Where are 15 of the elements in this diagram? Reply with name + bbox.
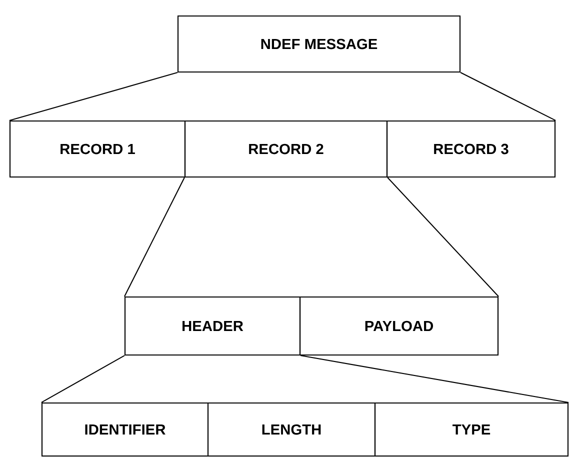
expansion-line — [460, 72, 556, 121]
record-box: HEADER — [124, 296, 301, 356]
expansion-line — [124, 177, 185, 297]
record-box: NDEF MESSAGE — [177, 15, 461, 73]
record-box: RECORD 3 — [386, 120, 556, 178]
record-box: RECORD 2 — [184, 120, 388, 178]
record-box: PAYLOAD — [299, 296, 499, 356]
expansion-line — [387, 177, 499, 297]
expansion-line — [9, 72, 178, 121]
expansion-line — [300, 355, 569, 403]
record-box: TYPE — [374, 402, 569, 457]
record-box: RECORD 1 — [9, 120, 186, 178]
record-box: IDENTIFIER — [41, 402, 209, 457]
record-box: LENGTH — [207, 402, 376, 457]
expansion-line — [41, 355, 125, 403]
